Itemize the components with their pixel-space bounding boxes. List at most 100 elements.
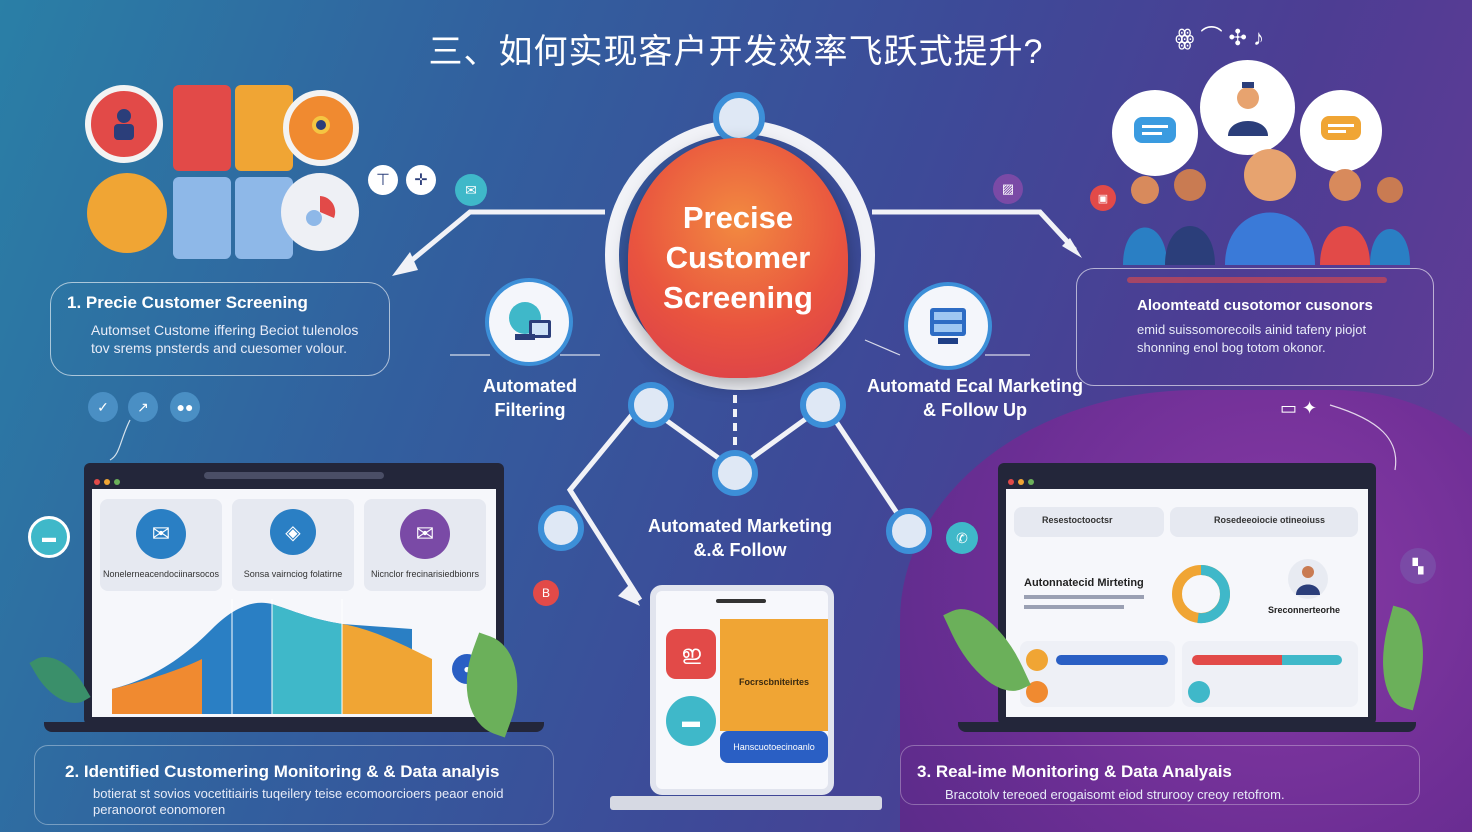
- node-right: [800, 382, 846, 428]
- card-precise-screening-title: 1. Precie Customer Screening: [67, 293, 308, 312]
- tablet-button[interactable]: Hanscuotoecinoanlo: [720, 731, 828, 763]
- left-panel-3: ✉ Nicnclor frecinarisiedbionrs: [364, 499, 486, 591]
- server-icon: [930, 308, 966, 344]
- page-title: 三、如何实现客户开发效率飞跃式提升?: [428, 33, 1044, 71]
- chat-bubble-icon: [1112, 90, 1198, 176]
- right-bottom-panel-a: [1020, 641, 1175, 707]
- left-panel-1-label: Nonelerneacendociinarsocos: [102, 569, 220, 579]
- right-header-a: Resestoctooctsr: [1014, 507, 1164, 537]
- doodle-icons: ꙮ ⌒ ✣ ♪: [1175, 25, 1265, 50]
- orange-circle-icon: [87, 173, 167, 253]
- chat-bubble-orange-icon: [1300, 90, 1382, 172]
- card-precise-screening-text: Automset Custome iffering Beciot tulenol…: [91, 322, 359, 356]
- card-monitoring-left-title: 2. Identified Customering Monitoring & &…: [65, 762, 500, 781]
- left-panel-2-label: Sonsa vairnciog folatirne: [243, 569, 343, 579]
- plus-tool-icon: ✛: [406, 165, 436, 195]
- right-laptop-base: [958, 722, 1416, 732]
- box-icon[interactable]: ◈: [270, 509, 316, 555]
- node-lower-right: [886, 508, 932, 554]
- check-icon: ✓: [88, 392, 118, 422]
- people-icon: ●●: [170, 392, 200, 422]
- left-panel-1: ✉ Nonelerneacendociinarsocos: [100, 499, 222, 591]
- hub-label: Precise Customer Screening: [663, 200, 813, 315]
- truck-icon: ▬: [28, 516, 70, 558]
- tablet-chat-icon[interactable]: ▬: [666, 696, 716, 746]
- left-laptop: ✉ Nonelerneacendociinarsocos ◈ Sonsa vai…: [84, 463, 504, 725]
- right-title: Autonnatecid Mirteting: [1024, 577, 1144, 589]
- right-text-line-2: [1024, 605, 1124, 609]
- filtering-robot-icon: [485, 278, 573, 366]
- bookmark-icon: B: [533, 580, 559, 606]
- left-panel-2: ◈ Sonsa vairnciog folatirne: [232, 499, 354, 591]
- node-center: [712, 450, 758, 496]
- right-person-label: Sreconnerteorhe: [1268, 605, 1341, 615]
- badge-icon: ▣: [1090, 185, 1116, 211]
- node-lower-left: [538, 505, 584, 551]
- manager-avatar: [1200, 60, 1295, 155]
- left-laptop-screen: ✉ Nonelerneacendociinarsocos ◈ Sonsa vai…: [92, 489, 496, 717]
- arrow-icon: ↗: [128, 392, 158, 422]
- tablet-device: ഇ ▬ Focrscbniteirtes Hanscuotoecinoanlo: [650, 585, 834, 795]
- right-laptop: Resestoctooctsr Rosedeeoiocie otineoiuss…: [998, 463, 1376, 725]
- hub-precise-customer-screening: Precise Customer Screening: [628, 138, 848, 378]
- tablet-speaker: [716, 599, 766, 603]
- card-automated-customer-text: emid suissomorecoils ainid tafeny piojot…: [1137, 322, 1367, 355]
- card-monitoring-right-title: 3. Real-ime Monitoring & Data Analyais: [917, 762, 1232, 781]
- tablet-content-card: Focrscbniteirtes: [720, 619, 828, 731]
- progress-bar-a: [1056, 655, 1168, 665]
- marketing-machine-icon: [904, 282, 992, 370]
- card-automated-customer-title: Aloomteatd cusotomor cusonors: [1137, 297, 1373, 314]
- face-icon: [1188, 681, 1210, 703]
- mail-icon[interactable]: ✉: [136, 509, 186, 559]
- marketing-right-label: Automatd Ecal Marketing & Follow Up: [866, 376, 1084, 420]
- doodle-icons-right: ▭ ✦: [1280, 398, 1318, 418]
- card-top-bar: [1127, 277, 1387, 283]
- tablet-stand: [610, 796, 882, 810]
- left-panel-3-label: Nicnclor frecinarisiedbionrs: [370, 569, 480, 579]
- tablet-button-label: Hanscuotoecinoanlo: [733, 742, 815, 752]
- coin-icon-2: [1026, 681, 1048, 703]
- tablet-app-icon[interactable]: ഇ: [666, 629, 716, 679]
- right-bottom-panel-b: [1182, 641, 1358, 707]
- window-dots-right: [1008, 472, 1038, 490]
- card-automated-customer: Aloomteatd cusotomor cusonors emid suiss…: [1076, 268, 1434, 386]
- phone-icon: ✆: [946, 522, 978, 554]
- tile-red: [173, 85, 231, 171]
- chart-icon: [281, 173, 359, 251]
- tool-icon: ⊤: [368, 165, 398, 195]
- window-dots: [94, 472, 124, 490]
- tablet-card-text: Focrscbniteirtes: [738, 677, 810, 687]
- right-header-a-text: Resestoctooctsr: [1042, 515, 1113, 525]
- filtering-label: Automated Filtering: [483, 376, 577, 420]
- person-icon: [85, 85, 163, 163]
- progress-bar-b: [1192, 655, 1342, 665]
- right-text-line-1: [1024, 595, 1144, 599]
- donut-chart: [1172, 565, 1231, 624]
- address-bar: [204, 472, 384, 479]
- hub-top-node: [713, 92, 765, 144]
- mail-small-icon: ✉: [455, 174, 487, 206]
- robot-icon: [509, 302, 551, 340]
- right-header-b: Rosedeeoiocie otineoiuss: [1170, 507, 1358, 537]
- tile-blue: [173, 177, 231, 259]
- node-left: [628, 382, 674, 428]
- blocks-icon: ▚: [1400, 548, 1436, 584]
- right-laptop-screen: Resestoctooctsr Rosedeeoiocie otineoiuss…: [1006, 489, 1368, 717]
- card-monitoring-left-text: botierat st sovios vocetitiairis tuqeile…: [93, 786, 504, 817]
- chart-small-icon: ▨: [993, 174, 1023, 204]
- area-chart: [112, 599, 432, 714]
- left-laptop-base: [44, 722, 544, 732]
- right-header-b-text: Rosedeeoiocie otineoiuss: [1214, 515, 1326, 525]
- avatar-icon: [283, 90, 359, 166]
- segment-tiles: [85, 85, 365, 260]
- team-people: [1123, 149, 1410, 265]
- marketing-center-label: Automated Marketing &.& Follow: [647, 516, 833, 560]
- card-precise-screening: 1. Precie Customer Screening Automset Cu…: [50, 282, 390, 376]
- mail-purple-icon[interactable]: ✉: [400, 509, 450, 559]
- coin-icon: [1026, 649, 1048, 671]
- card-monitoring-left: 2. Identified Customering Monitoring & &…: [34, 745, 554, 825]
- team-illustration: ▣: [1090, 55, 1440, 265]
- card-monitoring-right: 3. Real-ime Monitoring & Data Analyais B…: [900, 745, 1420, 805]
- card-monitoring-right-text: Bracotolv tereoed erogaisomt eiod struro…: [945, 787, 1285, 802]
